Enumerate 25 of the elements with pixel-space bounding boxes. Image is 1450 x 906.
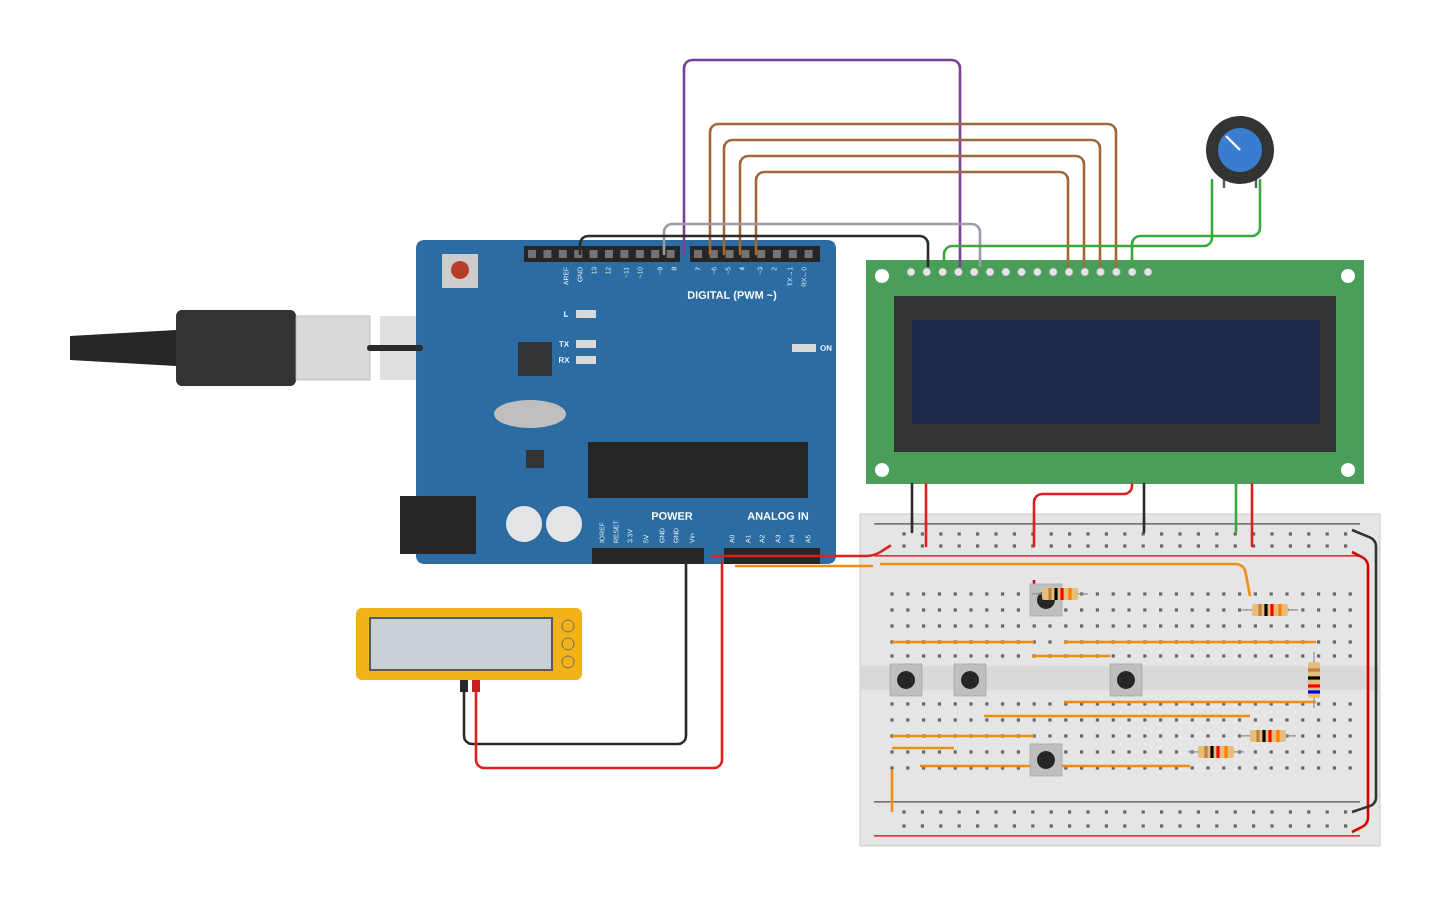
wire <box>754 170 1070 268</box>
wire <box>682 58 962 268</box>
wire <box>1130 178 1262 268</box>
wire <box>910 482 914 534</box>
lcd-display-drawing <box>866 259 1364 484</box>
breadboard-drawing <box>859 513 1381 847</box>
wire <box>662 222 982 268</box>
wire <box>474 560 724 770</box>
wire <box>722 138 1102 268</box>
usb-cable-drawing <box>70 309 371 386</box>
wire <box>578 234 930 268</box>
wire <box>367 344 423 351</box>
microcontroller-board-drawing <box>380 239 836 564</box>
wire <box>1142 482 1146 534</box>
wire <box>942 178 1214 268</box>
wire <box>1250 482 1254 548</box>
wire <box>710 544 892 558</box>
wire <box>1032 482 1134 548</box>
wire <box>708 122 1118 268</box>
potentiometer-drawing <box>1206 116 1274 188</box>
wire <box>924 482 928 548</box>
wire <box>1234 482 1238 534</box>
multimeter-drawing <box>356 607 582 692</box>
wire <box>734 564 874 568</box>
wire <box>738 154 1086 268</box>
